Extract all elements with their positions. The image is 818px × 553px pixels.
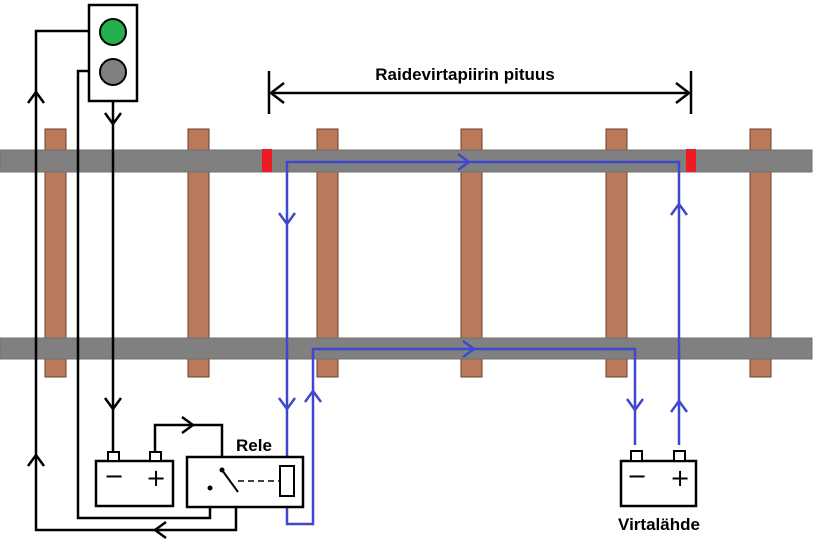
- sleeper: [44, 128, 67, 378]
- length-label: Raidevirtapiirin pituus: [375, 65, 554, 84]
- sleeper: [749, 128, 772, 378]
- signal-head: [87, 3, 139, 103]
- battery-body: [619, 459, 698, 508]
- signal-lamp-green: [99, 18, 127, 46]
- sleepers: [44, 128, 772, 378]
- relay: [185, 455, 305, 509]
- power-source-battery: − +: [619, 450, 698, 508]
- length-dimension: [267, 71, 693, 114]
- track-current-path: [277, 152, 689, 526]
- relay-switch-blade: [221, 469, 239, 493]
- battery-terminal-minus: [107, 451, 120, 462]
- insulated-joint-left: [262, 149, 272, 172]
- battery-plus-sign: +: [146, 464, 166, 492]
- sleeper: [605, 128, 628, 378]
- battery-minus-sign: −: [104, 462, 124, 490]
- battery-terminal-minus: [630, 450, 643, 462]
- battery-body: [94, 459, 175, 508]
- battery-plus-sign: +: [670, 464, 690, 492]
- signal-lamp-gray: [99, 58, 127, 86]
- relay-contact: [207, 485, 213, 491]
- battery-minus-sign: −: [627, 462, 647, 490]
- sleeper: [460, 128, 483, 378]
- relay-pivot: [219, 467, 225, 473]
- signal-battery: − +: [94, 451, 175, 508]
- insulated-joint-right: [686, 149, 696, 172]
- battery-terminal-plus: [149, 451, 162, 462]
- power-source-label: Virtalähde: [618, 515, 700, 534]
- relay-label: Rele: [236, 436, 272, 455]
- relay-coil: [279, 465, 295, 497]
- sleeper: [316, 128, 339, 378]
- sleeper: [187, 128, 210, 378]
- battery-terminal-plus: [673, 450, 686, 462]
